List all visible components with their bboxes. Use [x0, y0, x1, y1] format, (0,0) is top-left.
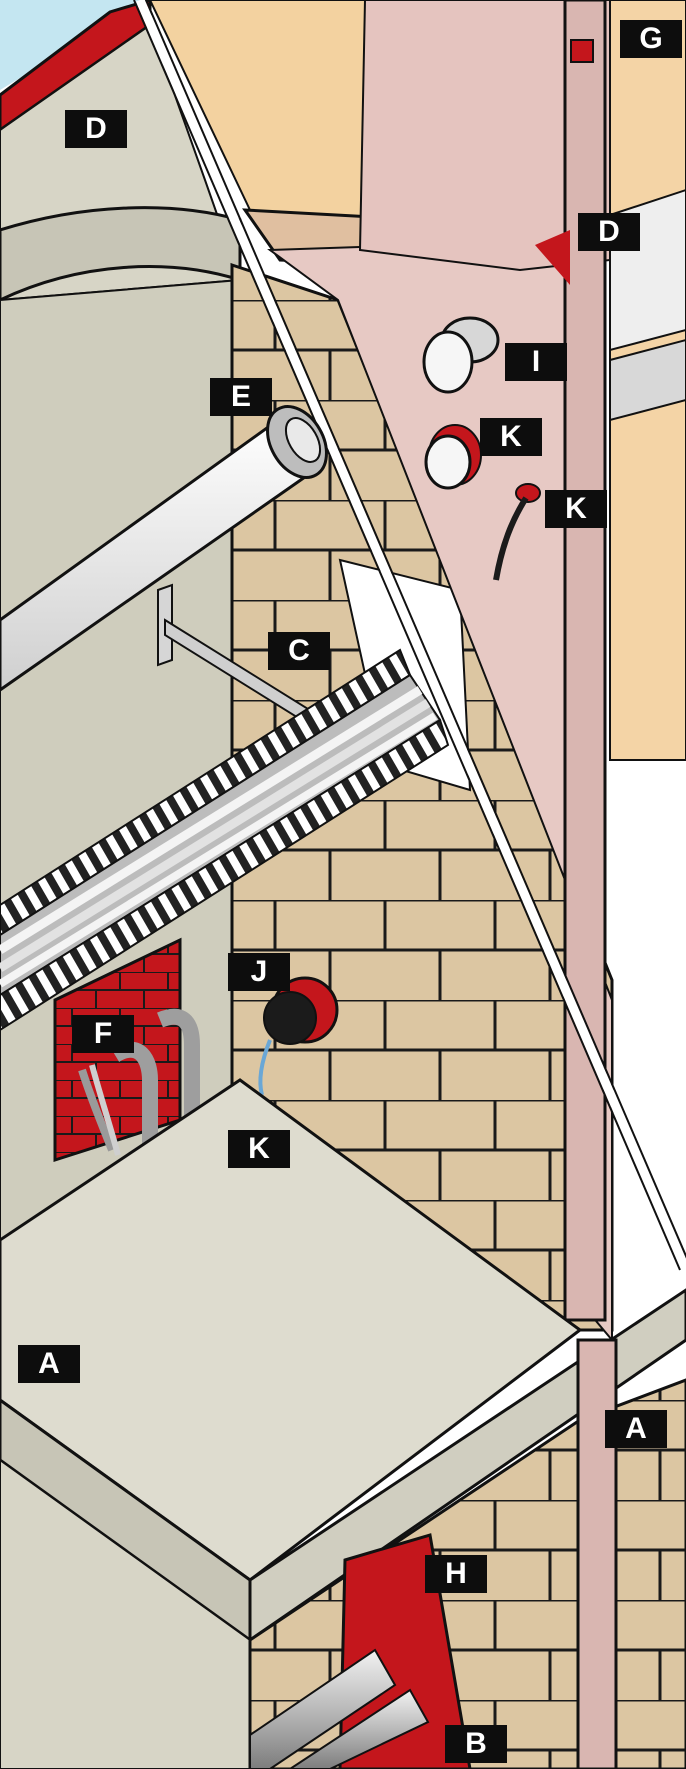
label-j: J [228, 953, 290, 991]
label-f: F [72, 1015, 134, 1053]
label-d-upper-left: D [65, 110, 127, 148]
label-a-right: A [605, 1410, 667, 1448]
lower-stud [578, 1340, 616, 1769]
label-d-right: D [578, 213, 640, 251]
label-k-floor: K [228, 1130, 290, 1168]
label-g: G [620, 20, 682, 58]
label-k-wall-pipe: K [480, 418, 542, 456]
label-e: E [210, 378, 272, 416]
pipe-i-face [424, 332, 472, 392]
label-a-left: A [18, 1345, 80, 1383]
k-pipe-face [426, 436, 470, 488]
label-i: I [505, 343, 567, 381]
label-h: H [425, 1555, 487, 1593]
wall-stud-right [565, 0, 605, 1320]
label-k-wall-cable: K [545, 490, 607, 528]
label-c: C [268, 632, 330, 670]
red-square-marker [571, 40, 593, 62]
j-body [264, 992, 316, 1044]
label-b: B [445, 1725, 507, 1763]
